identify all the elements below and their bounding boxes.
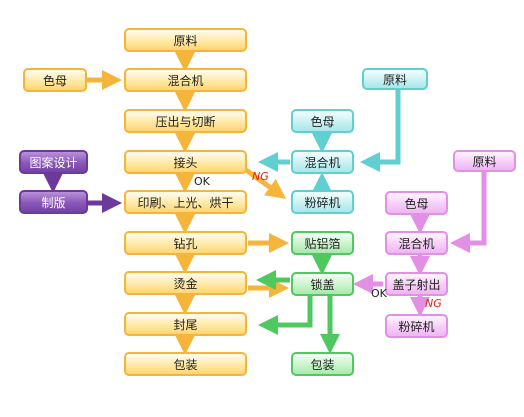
ok-label-cap: OK — [371, 287, 387, 300]
ng-label-cap: NG — [425, 297, 442, 310]
pink-cap-injection: 盖子射出 — [385, 272, 448, 296]
pink-crusher: 粉碎机 — [385, 314, 448, 338]
green-packaging: 包装 — [291, 352, 354, 376]
cyan-mixer: 混合机 — [291, 150, 354, 174]
pink-mixer: 混合机 — [385, 231, 448, 255]
main-seal-tail: 封尾 — [124, 312, 247, 336]
cyan-masterbatch: 色母 — [291, 109, 354, 133]
pattern-design: 图案设计 — [19, 150, 88, 174]
masterbatch-left: 色母 — [23, 68, 87, 92]
pink-masterbatch: 色母 — [385, 191, 448, 215]
green-lock-cap: 锁盖 — [291, 272, 354, 296]
main-print-dry: 印刷、上光、烘干 — [124, 190, 247, 214]
main-raw-material: 原料 — [124, 28, 247, 52]
main-extrude-cut: 压出与切断 — [124, 109, 247, 133]
main-packaging: 包装 — [124, 352, 247, 376]
main-mixer: 混合机 — [124, 68, 247, 92]
plate-making: 制版 — [19, 190, 88, 214]
ok-label-main: OK — [194, 175, 210, 188]
arrow-cyan-raw-to-mixer — [360, 89, 401, 172]
arrow-lock-to-seal — [258, 295, 313, 335]
arrow-joint-ng-to-crusher — [244, 167, 287, 199]
green-foil: 贴铝箔 — [291, 231, 354, 255]
main-drill: 钻孔 — [124, 231, 247, 255]
main-joint: 接头 — [124, 150, 247, 174]
pink-raw-material: 原料 — [453, 150, 516, 172]
arrow-pink-raw-to-mixer — [450, 170, 487, 253]
main-hot-gold: 烫金 — [124, 271, 247, 295]
ng-label-main: NG — [252, 170, 269, 183]
cyan-crusher: 粉碎机 — [291, 190, 354, 214]
cyan-raw-material: 原料 — [362, 68, 428, 90]
